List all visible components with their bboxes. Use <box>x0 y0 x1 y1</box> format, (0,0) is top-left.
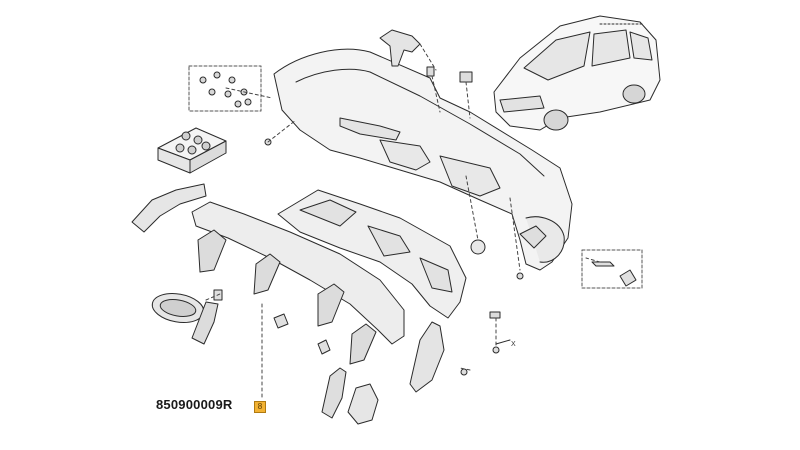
assembly-guide-lines <box>205 43 601 401</box>
lower-bracket <box>321 367 347 419</box>
center-clip <box>273 313 331 355</box>
left-side-bracket <box>131 183 207 233</box>
right-side-bracket <box>409 321 445 393</box>
clip-kit-box <box>157 127 227 174</box>
axis-marker-label: X <box>511 341 516 348</box>
sensor-bracket-set <box>581 249 643 289</box>
rear-bumper-cover <box>273 48 573 271</box>
right-reflector <box>347 383 379 425</box>
clips-set <box>188 65 262 112</box>
part-number-label: 850900009R <box>156 397 233 412</box>
lower-valance <box>277 189 467 319</box>
upper-bracket <box>379 29 421 67</box>
center-screws <box>460 239 524 376</box>
axis-marker <box>495 339 511 345</box>
top-clip <box>426 66 473 83</box>
left-reflector <box>151 292 205 324</box>
callout-marker[interactable]: 8 <box>254 401 266 413</box>
vehicle-silhouette <box>493 15 661 131</box>
bumper-reinforcement <box>191 201 405 365</box>
